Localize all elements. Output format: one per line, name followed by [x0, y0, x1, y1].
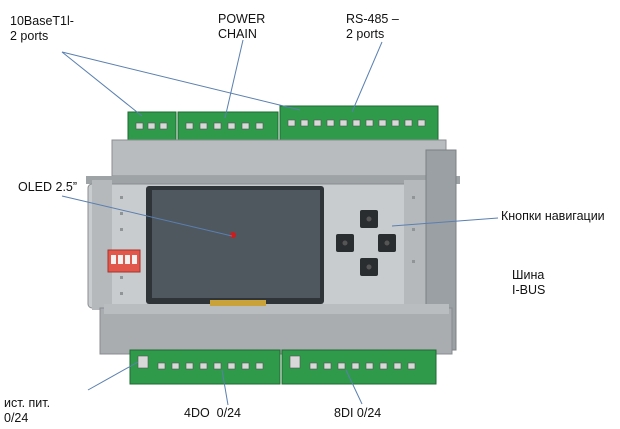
screen-center-marker [230, 232, 236, 238]
label-ibus-line2: I-BUS [512, 283, 546, 297]
callout-power-source [87, 361, 139, 391]
label-di-inputs: 8DI 0/24 [334, 406, 381, 421]
label-ethernet-line1: 10BaseT1l- [10, 14, 74, 28]
label-di-inputs-line1: 8DI 0/24 [334, 406, 382, 420]
label-ethernet: 10BaseT1l- 2 ports [10, 14, 74, 44]
label-do-outputs: 4DO 0/24 [184, 406, 241, 421]
callout-nav-buttons [391, 217, 499, 227]
label-ibus: Шина I-BUS [512, 268, 545, 298]
label-oled-line1: OLED 2.5” [18, 180, 78, 194]
label-ibus-line1: Шина [512, 268, 545, 282]
oled-screen [146, 186, 324, 306]
label-do-outputs-line1: 4DO 0/24 [184, 406, 241, 420]
label-rs485: RS-485 – 2 ports [346, 12, 399, 42]
label-power-source-line1: ист. пит. [4, 396, 51, 410]
callout-power-chain [224, 39, 244, 119]
label-nav-buttons: Кнопки навигации [501, 209, 605, 224]
label-oled: OLED 2.5” [18, 180, 77, 195]
label-power-source-line2: 0/24 [4, 411, 29, 425]
label-nav-buttons-line1: Кнопки навигации [501, 209, 605, 223]
callout-ethernet-2 [61, 51, 301, 111]
label-rs485-line1: RS-485 – [346, 12, 399, 26]
callout-ethernet-1 [61, 51, 143, 117]
bottom-terminal-blocks [129, 349, 437, 385]
top-terminal-blocks [127, 105, 439, 145]
label-rs485-line2: 2 ports [346, 27, 385, 41]
callout-inputs [345, 369, 363, 405]
callout-outputs [221, 369, 229, 406]
callout-oled [61, 195, 233, 237]
navigation-buttons [336, 210, 396, 276]
label-power-chain: POWER CHAIN [218, 12, 265, 42]
label-power-chain-line1: POWER [218, 12, 266, 26]
callout-rs485 [351, 41, 383, 113]
label-power-chain-line2: CHAIN [218, 27, 257, 41]
dip-switch [107, 249, 141, 273]
callout-lines [61, 39, 499, 406]
label-ethernet-line2: 2 ports [10, 29, 49, 43]
label-power-source: ист. пит. 0/24 [4, 396, 50, 426]
